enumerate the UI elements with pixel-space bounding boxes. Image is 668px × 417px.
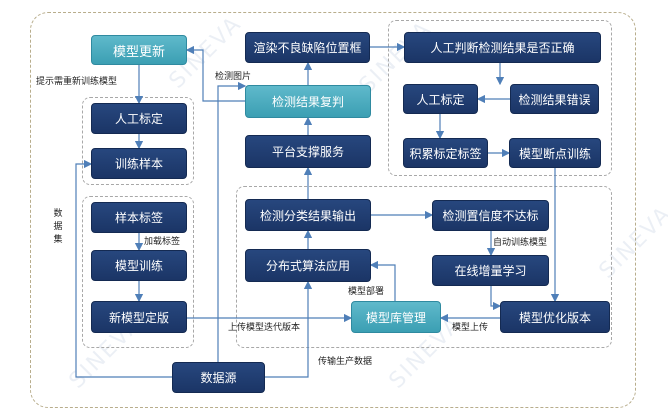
outer-frame	[30, 12, 636, 408]
algorithm-group	[236, 186, 612, 348]
platform-service-node[interactable]: 平台支撑服务	[245, 135, 371, 168]
label-upload-iteration: 上传模型迭代版本	[228, 323, 301, 333]
review-result-node[interactable]: 检测结果复判	[245, 85, 371, 118]
model-training-node[interactable]: 模型训练	[91, 250, 187, 281]
render-defect-box-node[interactable]: 渲染不良缺陷位置框	[245, 32, 370, 63]
low-confidence-node[interactable]: 检测置信度不达标	[432, 200, 549, 231]
model-update-node[interactable]: 模型更新	[91, 35, 187, 65]
label-model-upload: 模型上传	[452, 323, 489, 333]
online-incremental-node[interactable]: 在线增量学习	[432, 255, 549, 286]
classify-output-node[interactable]: 检测分类结果输出	[245, 199, 371, 231]
sample-label-node[interactable]: 样本标签	[91, 202, 187, 233]
model-optimize-node[interactable]: 模型优化版本	[500, 301, 610, 333]
manual-label-node-left[interactable]: 人工标定	[91, 103, 187, 134]
dataset-group	[82, 196, 194, 348]
label-detect-image: 检测图片	[215, 72, 252, 82]
label-load-label: 加载标签	[144, 237, 181, 247]
training-sample-node[interactable]: 训练样本	[91, 148, 187, 179]
distributed-algo-node[interactable]: 分布式算法应用	[245, 249, 371, 282]
label-dataset: 数据集	[53, 209, 63, 245]
label-model-deploy: 模型部署	[348, 287, 385, 297]
label-transfer-data: 传输生产数据	[318, 357, 373, 367]
manual-judge-node[interactable]: 人工判断检测结果是否正确	[404, 32, 601, 63]
data-source-node[interactable]: 数据源	[172, 362, 265, 393]
new-model-final-node[interactable]: 新模型定版	[91, 301, 187, 333]
manual-feedback-group	[388, 20, 612, 176]
label-hint-retrain: 提示需重新训练模型	[36, 77, 118, 87]
model-checkpoint-node[interactable]: 模型断点训练	[509, 138, 601, 168]
label-auto-train: 自动训练模型	[493, 238, 548, 248]
manual-label-node-right[interactable]: 人工标定	[403, 84, 478, 114]
model-repo-node[interactable]: 模型库管理	[351, 301, 441, 333]
result-error-node[interactable]: 检测结果错误	[510, 84, 599, 114]
accumulate-label-node[interactable]: 积累标定标签	[403, 138, 488, 168]
